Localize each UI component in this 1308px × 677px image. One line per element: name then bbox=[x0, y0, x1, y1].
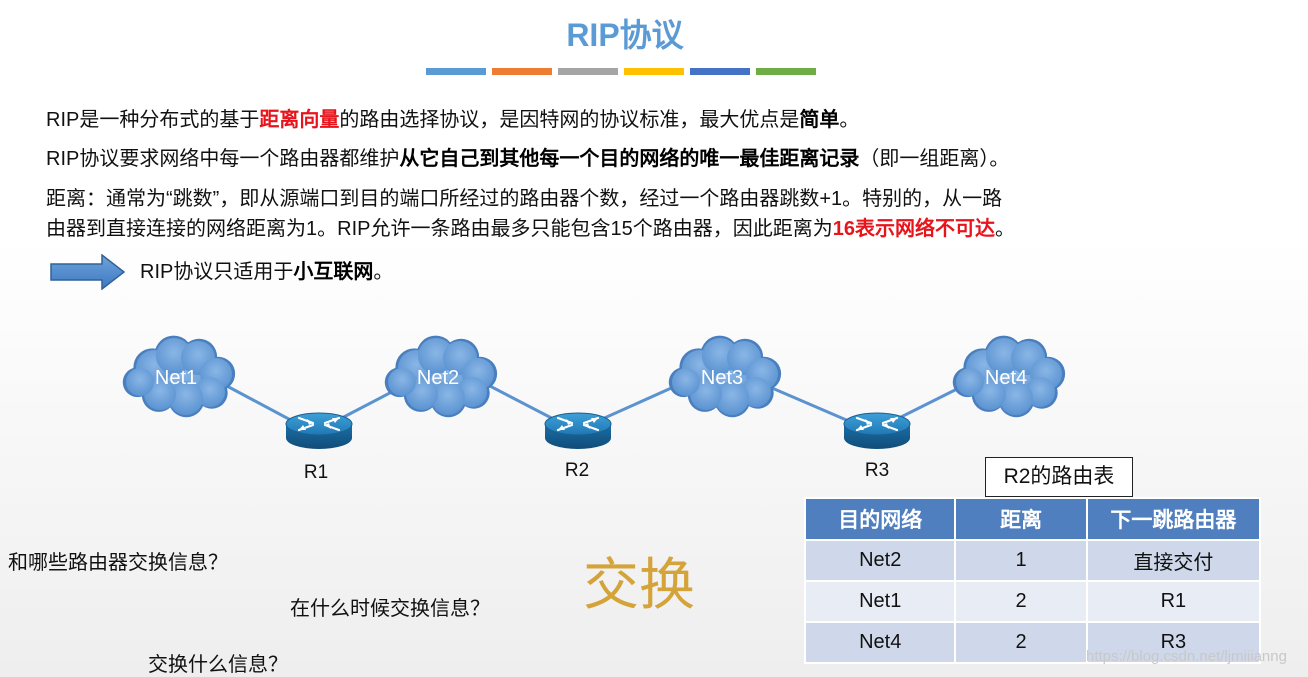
table-cell: 2 bbox=[954, 621, 1088, 664]
cloud-net4: Net4 bbox=[952, 335, 1066, 418]
table-cell: Net1 bbox=[803, 580, 957, 623]
table-cell: R3 bbox=[1085, 621, 1262, 664]
question-with-whom: 和哪些路由器交换信息？ bbox=[8, 552, 228, 574]
paragraph-rip-requirement: RIP协议要求网络中每一个路由器都维护从它自己到其他每一个目的网络的唯一最佳距离… bbox=[46, 144, 1261, 174]
column-header-next-hop: 下一跳路由器 bbox=[1085, 497, 1262, 541]
link-r3-net4 bbox=[894, 383, 966, 422]
question-when: 在什么时候交换信息？ bbox=[290, 598, 490, 620]
table-row: Net1 2 R1 bbox=[803, 580, 1262, 623]
paragraph-rip-definition: RIP是一种分布式的基于距离向量的路由选择协议，是因特网的协议标准，最大优点是简… bbox=[46, 105, 1261, 135]
cloud-net3: Net3 bbox=[668, 335, 782, 418]
slide-title: RIP协议 bbox=[566, 17, 684, 53]
text: 。 bbox=[373, 261, 394, 283]
table-row: Net2 1 直接交付 bbox=[803, 539, 1262, 582]
cloud-label-net1: Net1 bbox=[155, 367, 197, 389]
table-cell: R1 bbox=[1085, 580, 1262, 623]
link-net1-r1 bbox=[224, 383, 301, 427]
text: RIP协议要求网络中每一个路由器都维护 bbox=[46, 148, 400, 170]
routing-table-caption: R2的路由表 bbox=[985, 457, 1133, 497]
paragraph-distance: 距离：通常为“跳数”，即从源端口到目的端口所经过的路由器个数，经过一个路由器跳数… bbox=[46, 184, 1261, 244]
highlight-best-distance: 从它自己到其他每一个目的网络的唯一最佳距离记录 bbox=[399, 148, 860, 170]
router-label-r2: R2 bbox=[565, 460, 589, 481]
column-header-distance: 距离 bbox=[954, 497, 1088, 541]
accent-bar-green bbox=[756, 68, 816, 75]
watermark-text: https://blog.csdn.net/ljmiiianng bbox=[1086, 648, 1287, 665]
right-arrow-icon bbox=[50, 254, 126, 290]
exchange-heading: 交换 bbox=[583, 553, 695, 618]
router-icon-r1 bbox=[284, 411, 354, 451]
text: 。 bbox=[839, 109, 860, 131]
cloud-label-net3: Net3 bbox=[701, 367, 743, 389]
table-cell: 2 bbox=[954, 580, 1088, 623]
text: 距离：通常为“跳数”，即从源端口到目的端口所经过的路由器个数，经过一个路由器跳数… bbox=[46, 188, 1003, 210]
table-cell: 直接交付 bbox=[1085, 539, 1262, 582]
link-r2-net3 bbox=[599, 383, 679, 422]
table-cell: 1 bbox=[954, 539, 1088, 582]
cloud-label-net2: Net2 bbox=[417, 367, 459, 389]
routing-table: 目的网络 距离 下一跳路由器 Net2 1 直接交付 Net1 2 R1 Net… bbox=[803, 497, 1262, 664]
text: 。 bbox=[994, 218, 1015, 240]
highlight-small-internet: 小互联网 bbox=[293, 261, 374, 283]
router-label-r3: R3 bbox=[865, 460, 889, 481]
accent-bar-yellow bbox=[624, 68, 684, 75]
text: （即一组距离）。 bbox=[859, 148, 1010, 170]
router-icon-r2 bbox=[543, 411, 613, 451]
accent-bar-orange bbox=[492, 68, 552, 75]
text: 的路由选择协议，是因特网的协议标准，最大优点是 bbox=[339, 109, 800, 131]
highlight-distance-vector: 距离向量 bbox=[259, 109, 340, 131]
table-cell: Net4 bbox=[803, 621, 957, 664]
question-what: 交换什么信息？ bbox=[148, 654, 288, 676]
table-row: Net4 2 R3 bbox=[803, 621, 1262, 664]
text: RIP是一种分布式的基于 bbox=[46, 109, 260, 131]
text: 由器到直接连接的网络距离为1。RIP允许一条路由最多只能包含15个路由器，因此距… bbox=[46, 218, 833, 240]
link-net3-r3 bbox=[764, 383, 859, 427]
highlight-unreachable: 16表示网络不可达 bbox=[832, 218, 995, 240]
accent-bar-gray bbox=[558, 68, 618, 75]
column-header-destination: 目的网络 bbox=[803, 497, 957, 541]
highlight-simple: 简单 bbox=[799, 109, 840, 131]
router-label-r1: R1 bbox=[304, 462, 328, 483]
cloud-net1: Net1 bbox=[122, 335, 236, 418]
router-icon-r3 bbox=[842, 411, 912, 451]
table-header-row: 目的网络 距离 下一跳路由器 bbox=[803, 497, 1262, 541]
table-cell: Net2 bbox=[803, 539, 957, 582]
text: RIP协议只适用于 bbox=[140, 261, 294, 283]
accent-bar-darkblue bbox=[690, 68, 750, 75]
accent-bar-blue bbox=[426, 68, 486, 75]
arrow-note: RIP协议只适用于小互联网。 bbox=[140, 257, 393, 287]
cloud-net2: Net2 bbox=[384, 335, 498, 418]
cloud-label-net4: Net4 bbox=[985, 367, 1027, 389]
